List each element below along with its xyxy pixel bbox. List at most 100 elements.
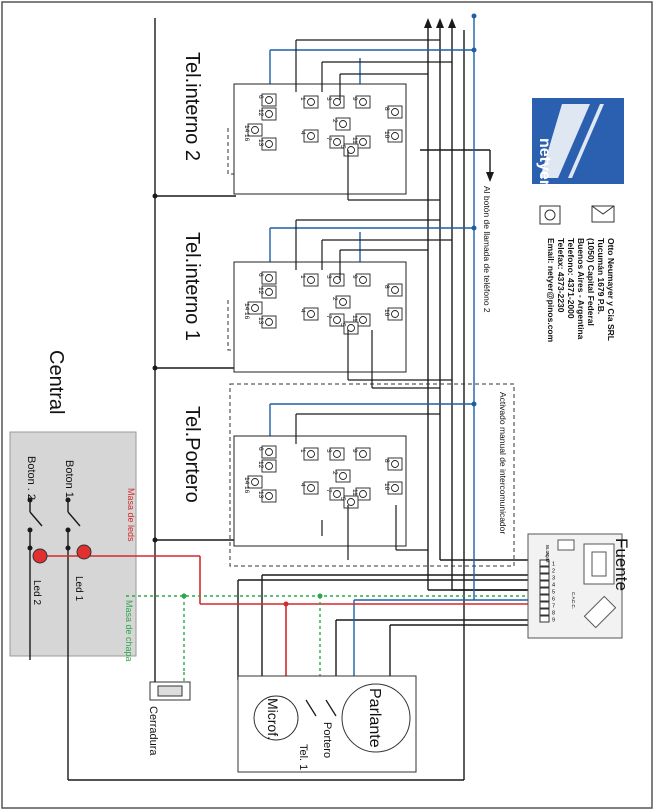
logo-text: netyer [536, 138, 553, 186]
masa-de-leds-label: Masa de leds [126, 488, 136, 542]
terminal-number: 10 [383, 483, 390, 491]
fuente-terminal [539, 559, 550, 567]
fuente-terminal [539, 587, 550, 595]
terminal-screw [265, 96, 273, 104]
microf-label: Microf. [265, 698, 281, 740]
terminal-screw [265, 448, 273, 456]
box-internal-wires [295, 39, 452, 560]
terminal-number: 4 [299, 309, 306, 313]
terminal-screw [391, 286, 399, 294]
fuente-terminal-number: 3 [552, 576, 555, 582]
terminal-screw [265, 110, 273, 118]
fuente-terminal-number: 1 [552, 562, 555, 568]
fuente-small-label: ALIM [545, 552, 550, 563]
terminal-number: 2 [331, 471, 338, 475]
masa-de-chapa-label: Masa de chapa [124, 600, 134, 662]
terminal-screw [359, 138, 367, 146]
terminal-screw [307, 132, 315, 140]
terminal-screw [307, 276, 315, 284]
terminal-screw [307, 450, 315, 458]
green-wires [126, 595, 530, 690]
terminal-number: 9 [351, 97, 358, 101]
fuente-terminal [539, 573, 550, 581]
terminal-number: 5 [339, 497, 346, 501]
terminal-number: 3 [325, 449, 332, 453]
terminal-screw [339, 298, 347, 306]
terminal-number: 11 [351, 489, 358, 496]
terminal-number: 10 [383, 131, 390, 139]
terminal-number: 14 16 [243, 303, 250, 320]
terminal-screw [265, 274, 273, 282]
tel-interno-2-label: Tel.interno 2 [181, 52, 203, 161]
terminal-number: 8 [383, 285, 390, 289]
terminal-screw [391, 132, 399, 140]
terminal-screw [391, 310, 399, 318]
terminal-screw [347, 324, 355, 332]
terminal-screw [359, 316, 367, 324]
terminal-screw [391, 460, 399, 468]
arrowheads [424, 18, 494, 182]
terminal-screw [347, 498, 355, 506]
company-line: Buenos Aires - Argentina [576, 238, 586, 340]
terminal-number: 1 [299, 275, 306, 279]
terminal-number: 11 [351, 315, 358, 322]
terminal-number: 5 [339, 145, 346, 149]
terminal-screw [251, 478, 259, 486]
terminal-number: 2 [331, 119, 338, 123]
microf-circle [253, 695, 299, 741]
terminal-number: 13 [257, 491, 264, 499]
boton-1-label: Boton 1 [63, 460, 75, 498]
fuente-terminal-number: 8 [552, 611, 555, 617]
terminal-number: 3 [325, 275, 332, 279]
terminal-number: 7 [325, 137, 332, 141]
terminal-number: 13 [257, 139, 264, 147]
text-labels: Tel.interno 2 Tel.interno 1 Tel.Portero … [25, 52, 631, 770]
terminal-number: 9 [351, 449, 358, 453]
central-label: Central [45, 350, 67, 414]
terminal-screw [359, 98, 367, 106]
terminal-screw [307, 98, 315, 106]
fuente-small-label: C.C. [571, 600, 576, 609]
central-components [27, 13, 477, 607]
terminal-number: 4 [299, 131, 306, 135]
cerradura-lock [149, 660, 191, 701]
terminal-number: 13 [257, 317, 264, 325]
terminal-screw [265, 462, 273, 470]
terminal-number: 6 [257, 95, 264, 99]
terminal-number: 9 [351, 275, 358, 279]
terminal-screw [333, 138, 341, 146]
tel-interno-1-label: Tel.interno 1 [181, 232, 203, 341]
terminal-screw [265, 288, 273, 296]
portero-label: Portero [321, 722, 333, 758]
fuente-terminal-number: 2 [552, 569, 555, 575]
company-line: Otto Neumayer y Cia SRL [606, 238, 616, 341]
terminal-screw [265, 140, 273, 148]
fuente-terminal [539, 601, 550, 609]
fuente-terminal-number: 6 [552, 597, 555, 603]
fuente-terminal [539, 566, 550, 574]
terminal-screw [339, 120, 347, 128]
terminal-number: 5 [339, 323, 346, 327]
terminal-screw [391, 108, 399, 116]
terminal-number: 14 16 [243, 477, 250, 494]
terminal-screw [333, 316, 341, 324]
terminal-screw [359, 450, 367, 458]
terminal-screw [333, 98, 341, 106]
led-1-label: Led 1 [73, 576, 84, 601]
terminal-number: 8 [383, 107, 390, 111]
parlante-label: Parlante [366, 688, 383, 748]
fuente-terminal [539, 608, 550, 616]
terminal-screw [333, 490, 341, 498]
fuente-label: Fuente [612, 538, 631, 591]
company-line: Telefax: 4373-2230 [556, 238, 566, 313]
company-line: Telefono: 4371-2000 [566, 238, 576, 319]
terminal-number: 6 [257, 273, 264, 277]
terminal-number: 6 [257, 447, 264, 451]
terminal-number: 7 [325, 489, 332, 493]
fuente-terminal-number: 5 [552, 590, 555, 596]
